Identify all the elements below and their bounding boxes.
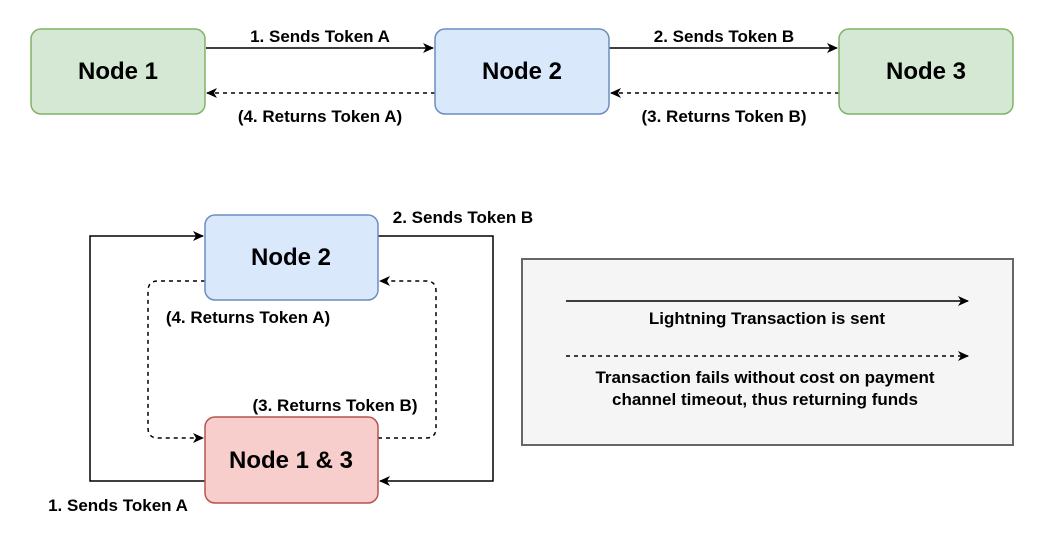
- bottom-edge-send-a: [89, 231, 205, 482]
- top-node-3-label: Node 3: [886, 58, 966, 85]
- bottom-node-2-label: Node 2: [251, 244, 331, 271]
- top-label-return-b: (3. Returns Token B): [642, 107, 807, 126]
- bottom-edge-send-b: [378, 235, 494, 486]
- top-label-send-b: 2. Sends Token B: [654, 27, 794, 46]
- bottom-node-2: Node 2: [204, 214, 379, 301]
- legend-dashed-label-line2: channel timeout, thus returning funds: [612, 390, 918, 409]
- bottom-label-return-a: (4. Returns Token A): [166, 308, 330, 327]
- bottom-diagram: Node 2 Node 1 & 3 2. Sends Token B (4. R…: [48, 208, 533, 515]
- bottom-label-send-a: 1. Sends Token A: [48, 496, 188, 515]
- bottom-node-1-3: Node 1 & 3: [204, 416, 379, 504]
- top-node-2: Node 2: [434, 28, 610, 115]
- legend: Lightning Transaction is sent Transactio…: [521, 258, 1014, 446]
- legend-solid-label: Lightning Transaction is sent: [649, 309, 885, 328]
- bottom-label-return-b: (3. Returns Token B): [253, 396, 418, 415]
- bottom-label-send-b: 2. Sends Token B: [393, 208, 533, 227]
- top-node-1: Node 1: [30, 28, 206, 115]
- top-node-3: Node 3: [838, 28, 1014, 115]
- bottom-node-1-3-label: Node 1 & 3: [229, 447, 353, 474]
- legend-dashed-label-line1: Transaction fails without cost on paymen…: [595, 368, 934, 387]
- top-label-send-a: 1. Sends Token A: [250, 27, 390, 46]
- top-node-2-label: Node 2: [482, 58, 562, 85]
- top-label-return-a: (4. Returns Token A): [238, 107, 402, 126]
- top-node-1-label: Node 1: [78, 58, 158, 85]
- top-diagram: Node 1 Node 2 Node 3 1. Sends Token A 2.…: [30, 27, 1014, 126]
- bottom-edge-return-a: [147, 280, 205, 443]
